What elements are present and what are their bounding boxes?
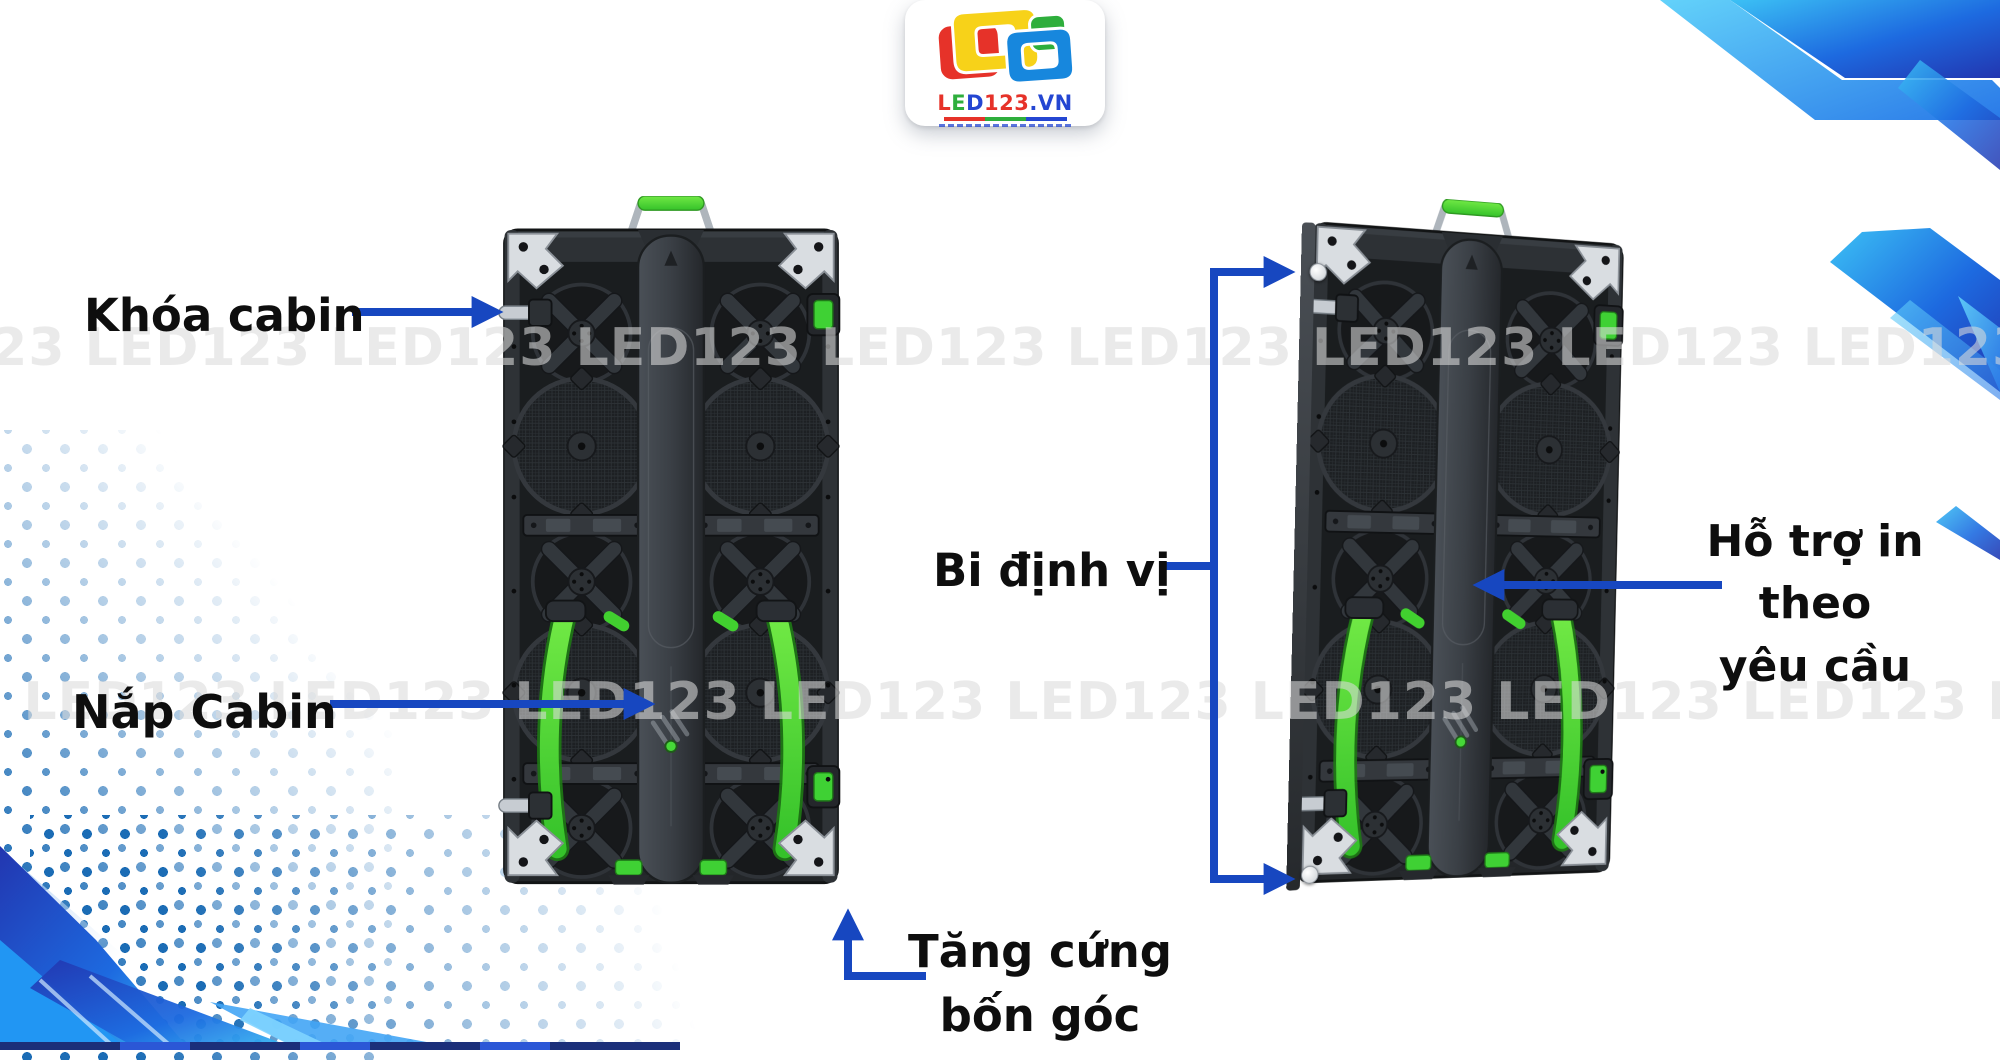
led123-logo-text: L E D 123 .VN — [905, 91, 1105, 115]
label-khoa-cabin: Khóa cabin — [84, 289, 365, 342]
label-ho-tro-line1: Hỗ trợ in theo — [1706, 516, 1924, 630]
logo-text-vn: .VN — [1029, 91, 1073, 115]
logo-text-d: D — [966, 91, 985, 115]
label-bi-dinh-vi: Bi định vị — [933, 544, 1171, 597]
decor-top-right — [1660, 0, 2000, 560]
led-cabinet-rear-angled-view — [1290, 181, 1630, 919]
bi-dinh-vi-arrow-top — [1166, 256, 1296, 570]
logo-underline — [905, 117, 1105, 121]
label-tang-cung-line1: Tăng cứng — [908, 925, 1172, 978]
label-nap-cabin: Nắp Cabin — [72, 685, 337, 739]
label-tang-cung-bon-goc: Tăng cứng bốn góc — [902, 920, 1178, 1048]
label-tang-cung-line2: bốn góc — [939, 988, 1141, 1042]
led-cabinet-rear-front-view — [497, 196, 845, 911]
led123-logo-card: L E D 123 .VN — [905, 0, 1105, 127]
bi-dinh-vi-arrow-bottom — [1210, 566, 1296, 895]
led123-logo-mark-icon — [935, 7, 1076, 85]
logo-text-123: 123 — [984, 91, 1030, 115]
logo-text-e: E — [951, 91, 967, 115]
logo-text-l: L — [937, 91, 952, 115]
label-ho-tro-in-theo-yeu-cau: Hỗ trợ in theo yêu cầu — [1645, 511, 1985, 698]
label-ho-tro-line2: yêu cầu — [1718, 640, 1912, 692]
logo-dashed-line — [939, 124, 1071, 127]
